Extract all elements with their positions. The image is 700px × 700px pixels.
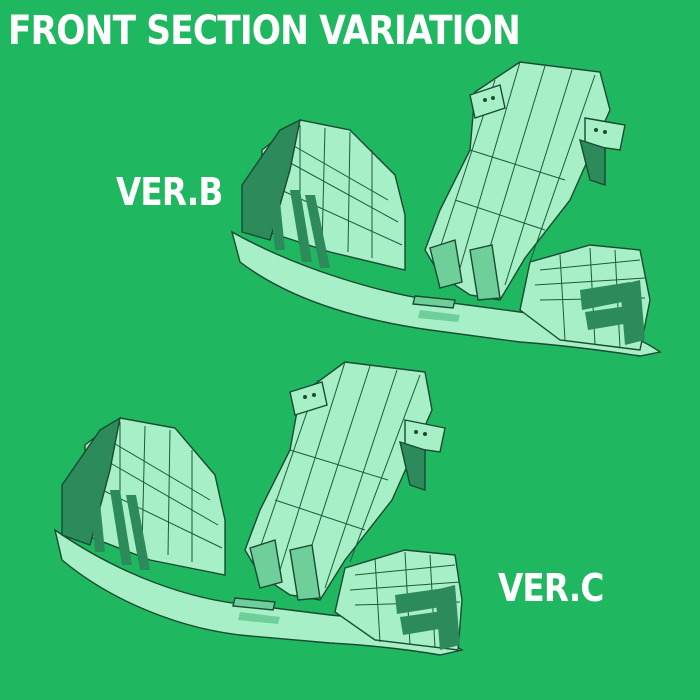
- ver-c-label: VER.C: [498, 566, 604, 610]
- ver-c-front-wing-model: [53, 361, 464, 656]
- page-title: FRONT SECTION VARIATION: [8, 8, 521, 54]
- ver-b-front-wing-model: [230, 61, 662, 357]
- ver-b-label: VER.B: [116, 170, 223, 214]
